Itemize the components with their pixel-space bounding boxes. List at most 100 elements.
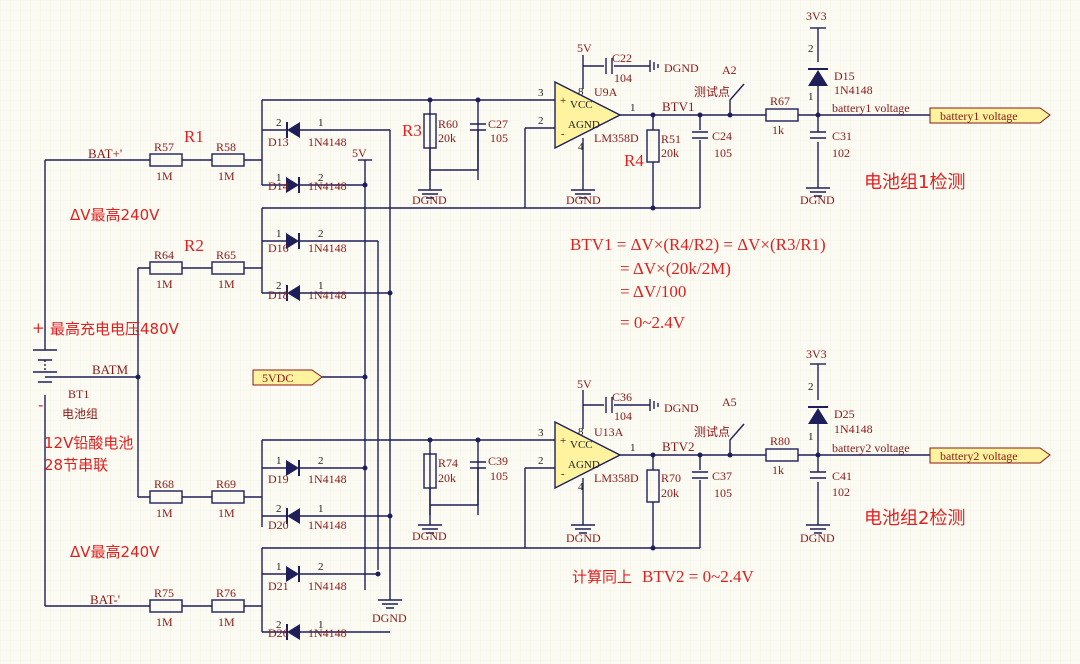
r64-value: 1M — [156, 277, 173, 291]
u13a-value: LM358D — [594, 471, 639, 485]
d18-value: 1N4148 — [308, 288, 347, 302]
r75-value: 1M — [156, 615, 173, 629]
r57-value: 1M — [156, 169, 173, 183]
d19-pin2: 2 — [318, 455, 324, 467]
formula-line-3: = ΔV/100 — [620, 282, 686, 301]
c22-value: 104 — [614, 71, 632, 85]
dgnd-r74: DGND — [412, 529, 447, 543]
d16-value: 1N4148 — [308, 241, 347, 255]
r69-ref: R69 — [216, 477, 236, 491]
d25-pin2: 2 — [808, 381, 814, 393]
u9a-vcc: VCC — [570, 99, 593, 111]
u13a-pin4: 4 — [578, 481, 584, 493]
u9a-pin1: 1 — [630, 102, 636, 114]
d26-pin2: 2 — [276, 619, 282, 631]
u9a-minus: - — [561, 128, 565, 140]
port-bv2-label: battery2 voltage — [940, 449, 1018, 463]
net-3v3-d15: 3V3 — [806, 9, 827, 23]
d21-ref: D21 — [268, 579, 289, 593]
d20-ref: D20 — [268, 518, 289, 532]
d18-pin1: 1 — [318, 280, 324, 292]
dgnd-clamp: DGND — [372, 611, 407, 625]
formula-line-1: BTV1 = ΔV×(R4/R2) = ΔV×(R3/R1) — [570, 235, 826, 254]
a2-value: 测试点 — [694, 84, 730, 99]
formula-block: BTV1 = ΔV×(R4/R2) = ΔV×(R3/R1) = ΔV×(20k… — [570, 235, 826, 332]
d25-value: 1N4148 — [834, 422, 873, 436]
dgnd-c31: DGND — [800, 193, 835, 207]
annot-max-charge: 最高充电电压480V — [50, 320, 180, 338]
u13a-plus: + — [560, 435, 566, 447]
bt1-ref: BT1 — [68, 387, 89, 401]
c41-ref: C41 — [832, 469, 852, 483]
c39-ref: C39 — [488, 454, 508, 468]
d26-pin1: 1 — [318, 619, 324, 631]
u13a-agnd: AGND — [568, 459, 600, 471]
annot-battery-desc-1: 12V铅酸电池 — [44, 434, 133, 452]
a5-ref: A5 — [722, 395, 737, 409]
annot-detect2: 电池组2检测 — [864, 508, 965, 529]
d26-value: 1N4148 — [308, 626, 347, 640]
net-5v-u9a: 5V — [577, 41, 592, 55]
dgnd-c22: DGND — [664, 61, 699, 75]
c31-ref: C31 — [832, 129, 852, 143]
d19-pin1: 1 — [276, 455, 282, 467]
r51-ref: R51 — [661, 132, 681, 146]
d19-value: 1N4148 — [308, 472, 347, 486]
u13a-pin1: 1 — [630, 442, 636, 454]
r76-value: 1M — [218, 615, 235, 629]
diode-clamps: 5V 2 1 D13 1N4148 1 2 D14 1N4148 1 2 D16… — [261, 100, 407, 641]
c31-value: 102 — [832, 146, 850, 160]
d21-pin1: 1 — [276, 561, 282, 573]
annot-battery-desc-2: 28节串联 — [44, 456, 108, 474]
u13a-pin2: 2 — [538, 455, 544, 467]
r74-ref: R74 — [438, 456, 458, 470]
r51-value: 20k — [661, 146, 679, 160]
net-btv2: BTV2 — [662, 439, 695, 454]
d14-value: 1N4148 — [308, 179, 347, 193]
annot-r3: R3 — [402, 121, 422, 140]
r80-value: 1k — [772, 463, 784, 477]
net-5v-u13a: 5V — [577, 377, 592, 391]
r69-value: 1M — [218, 506, 235, 520]
net-batm: BATM — [92, 362, 129, 377]
minus-sign: - — [38, 396, 43, 414]
u13a-minus: - — [561, 468, 565, 480]
u9a-pin3: 3 — [538, 87, 544, 99]
r65-ref: R65 — [216, 248, 236, 262]
r75-ref: R75 — [154, 586, 174, 600]
annot-r1: R1 — [184, 127, 204, 146]
c27-value: 105 — [490, 131, 508, 145]
d16-pin1: 1 — [276, 228, 282, 240]
r65-value: 1M — [218, 277, 235, 291]
d14-ref: D14 — [268, 179, 289, 193]
d16-pin2: 2 — [318, 228, 324, 240]
r70-value: 20k — [661, 486, 679, 500]
c41-value: 102 — [832, 485, 850, 499]
c36-value: 104 — [614, 409, 632, 423]
r70-ref: R70 — [661, 471, 681, 485]
plus-sign: + — [32, 319, 45, 337]
port-5vdc: 5VDC — [252, 369, 368, 386]
series-resistors: R57 1M R58 1M R64 1M R65 1M R68 1M R69 1… — [149, 140, 245, 629]
u13a-vcc: VCC — [570, 439, 593, 451]
c27-ref: C27 — [488, 117, 508, 131]
d14-pin1: 1 — [276, 172, 282, 184]
c22-ref: C22 — [612, 51, 632, 65]
d15-value: 1N4148 — [834, 83, 873, 97]
d15-pin2: 2 — [808, 43, 814, 55]
r60-ref: R60 — [438, 117, 458, 131]
net-bv2: battery2 voltage — [832, 441, 910, 455]
r67-ref: R67 — [770, 94, 790, 108]
a5-value: 测试点 — [694, 424, 730, 439]
opamp-stage-2: R74 20k C39 105 DGND + - VCC AGND 3 2 1 … — [262, 347, 1051, 586]
c37-value: 105 — [714, 486, 732, 500]
d26-ref: D26 — [268, 626, 289, 640]
d20-value: 1N4148 — [308, 518, 347, 532]
r58-ref: R58 — [216, 140, 236, 154]
c36-ref: C36 — [612, 390, 632, 404]
d21-value: 1N4148 — [308, 579, 347, 593]
annot-r2: R2 — [184, 236, 204, 255]
d15-pin1: 1 — [808, 91, 814, 103]
d18-ref: D18 — [268, 288, 289, 302]
